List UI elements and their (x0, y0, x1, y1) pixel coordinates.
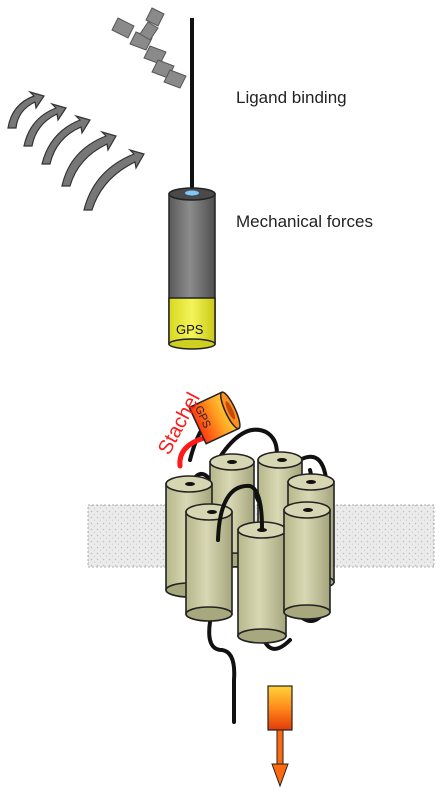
gps-label: GPS (176, 322, 204, 337)
force-arrow-icon (7, 90, 145, 211)
signal-arrow-icon (267, 685, 293, 788)
gps-cylinder (168, 187, 216, 350)
helix-6 (237, 521, 287, 644)
helix-7 (283, 501, 331, 620)
ligand-molecule (111, 7, 187, 89)
helix-5 (185, 503, 233, 622)
transmembrane-helices (165, 451, 335, 644)
gps-small-cylinder (188, 391, 241, 445)
ligand-binding-label: Ligand binding (236, 88, 347, 107)
mechanical-forces-label: Mechanical forces (236, 212, 374, 231)
front-loop (216, 483, 264, 542)
stachel-link (177, 435, 207, 469)
